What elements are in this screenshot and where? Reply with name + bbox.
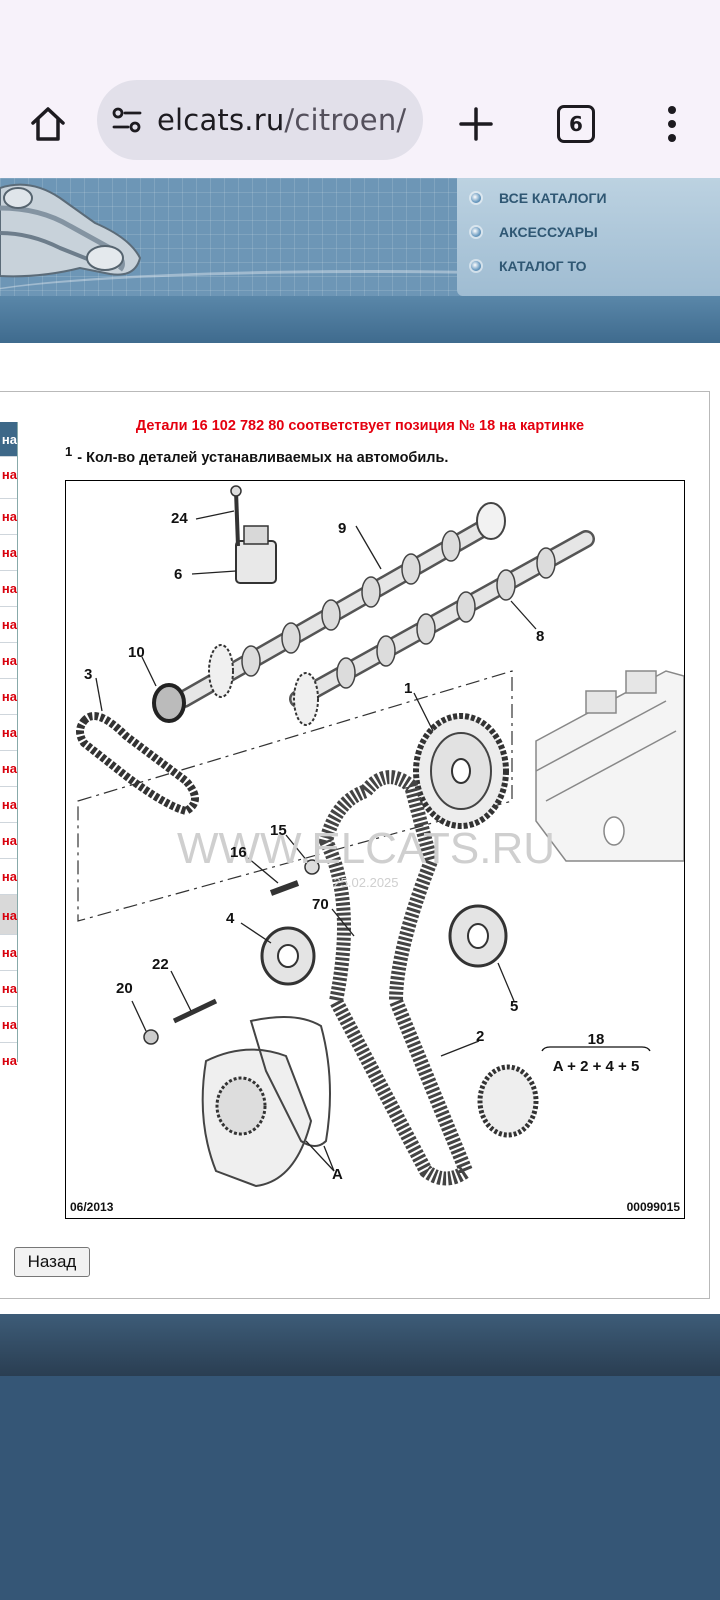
- callout-3: 3: [84, 666, 92, 683]
- table-row[interactable]: на: [0, 714, 17, 749]
- table-row[interactable]: на: [0, 750, 17, 785]
- callout-16: 16: [230, 844, 247, 861]
- table-row[interactable]: на: [0, 498, 17, 533]
- table-row[interactable]: на: [0, 534, 17, 569]
- menu-item-service-catalog[interactable]: КАТАЛОГ ТО: [471, 254, 587, 278]
- diagram-ref: 00099015: [627, 1200, 681, 1214]
- table-row[interactable]: на: [0, 678, 17, 713]
- table-row[interactable]: на: [0, 934, 17, 969]
- quantity-note-sup: 1: [65, 444, 73, 459]
- more-vert-icon: [668, 106, 676, 142]
- table-row[interactable]: на: [0, 570, 17, 605]
- pulley-1-image: [413, 713, 509, 829]
- camshaft-9-image: [175, 502, 506, 708]
- back-button[interactable]: Назад: [14, 1247, 90, 1277]
- formula-bottom: A + 2 + 4 + 5: [553, 1058, 640, 1075]
- new-tab-button[interactable]: [444, 92, 508, 156]
- callout-a: A: [332, 1166, 343, 1183]
- site-settings-icon: [112, 107, 142, 133]
- table-row[interactable]: на: [0, 606, 17, 641]
- status-bar: [0, 0, 720, 70]
- bullet-icon: [471, 193, 481, 203]
- callout-6: 6: [174, 566, 182, 583]
- menu-item-label: КАТАЛОГ ТО: [499, 258, 587, 274]
- table-row[interactable]: на: [0, 1006, 17, 1041]
- camshaft-8-image: [289, 530, 595, 726]
- site-menu: ВСЕ КАТАЛОГИ АКСЕССУАРЫ КАТАЛОГ ТО: [457, 178, 720, 296]
- browser-toolbar: elcats.ru/citroen/ 6: [0, 70, 720, 178]
- seal-10-image: [152, 683, 186, 723]
- menu-item-label: ВСЕ КАТАЛОГИ: [499, 190, 607, 206]
- diagram-date: 06/2013: [70, 1200, 114, 1214]
- callout-4: 4: [226, 910, 235, 927]
- bullet-icon: [471, 261, 481, 271]
- table-row[interactable]: на: [0, 858, 17, 893]
- quantity-note: 1 - Кол-во деталей устанавливаемых на авт…: [65, 444, 448, 466]
- menu-item-all-catalogs[interactable]: ВСЕ КАТАЛОГИ: [471, 186, 607, 210]
- callout-15: 15: [270, 822, 287, 839]
- table-row[interactable]: на: [0, 456, 17, 491]
- callout-22: 22: [152, 956, 169, 973]
- table-header-cell: на: [0, 422, 17, 456]
- water-pump-image: [201, 1016, 331, 1188]
- formula-top: 18: [588, 1031, 605, 1048]
- bolt-16-image: [269, 880, 300, 896]
- page-footer: [0, 1376, 720, 1600]
- home-icon: [31, 107, 65, 141]
- timing-belt-2-image: [318, 770, 475, 1186]
- stud-22-image: [172, 998, 218, 1024]
- bullet-icon: [471, 227, 481, 237]
- tab-count: 6: [557, 105, 595, 143]
- site-header: ВСЕ КАТАЛОГИ АКСЕССУАРЫ КАТАЛОГ ТО: [0, 178, 720, 343]
- tab-switcher-button[interactable]: 6: [544, 92, 608, 156]
- table-row[interactable]: на: [0, 1042, 17, 1077]
- menu-item-accessories[interactable]: АКСЕССУАРЫ: [471, 220, 598, 244]
- table-row[interactable]: на: [0, 786, 17, 821]
- url-path: /citroen/: [284, 103, 407, 137]
- watermark-subtext: 25.02.2025: [333, 875, 398, 890]
- callout-20: 20: [116, 980, 133, 997]
- header-swoosh: [0, 270, 720, 333]
- washer-15-image: [304, 859, 320, 875]
- watermark-text: WWW.ELCATS.RU: [177, 824, 555, 873]
- callout-9: 9: [338, 520, 346, 537]
- chain-3-image: [76, 712, 199, 816]
- nut-20-image: [143, 1029, 159, 1045]
- crank-sprocket-image: [477, 1064, 539, 1138]
- callout-10: 10: [128, 644, 145, 661]
- formula: 18 A + 2 + 4 + 5: [541, 1031, 651, 1075]
- footer-band: [0, 1314, 720, 1376]
- home-button[interactable]: [16, 92, 80, 156]
- address-bar[interactable]: elcats.ru/citroen/: [97, 80, 423, 160]
- callout-2: 2: [476, 1028, 484, 1045]
- callout-24: 24: [171, 510, 188, 527]
- table-row[interactable]: на: [0, 894, 17, 935]
- parts-diagram[interactable]: WWW.ELCATS.RU 25.02.2025 24 9 6 8 10 3 1…: [65, 480, 685, 1219]
- timing-belt-diagram-image: WWW.ELCATS.RU 25.02.2025 24 9 6 8 10 3 1…: [70, 485, 684, 1214]
- table-row[interactable]: на: [0, 970, 17, 1005]
- url-host: elcats.ru: [157, 103, 285, 137]
- sensor-6-image: [230, 485, 277, 584]
- quantity-note-text: - Кол-во деталей устанавливаемых на авто…: [77, 449, 449, 466]
- callout-5: 5: [510, 998, 518, 1015]
- cylinder-head-image: [535, 670, 684, 862]
- plus-icon: [459, 107, 493, 141]
- menu-item-label: АКСЕССУАРЫ: [499, 224, 598, 240]
- menu-button[interactable]: [640, 92, 704, 156]
- table-row[interactable]: на: [0, 822, 17, 857]
- position-notice: Детали 16 102 782 80 соответствует позиц…: [135, 418, 585, 434]
- engine-logo-image: [0, 183, 142, 278]
- callout-70: 70: [312, 896, 329, 913]
- callout-1: 1: [404, 680, 412, 697]
- callout-8: 8: [536, 628, 544, 645]
- table-row[interactable]: на: [0, 642, 17, 677]
- url-text: elcats.ru/citroen/: [157, 103, 407, 137]
